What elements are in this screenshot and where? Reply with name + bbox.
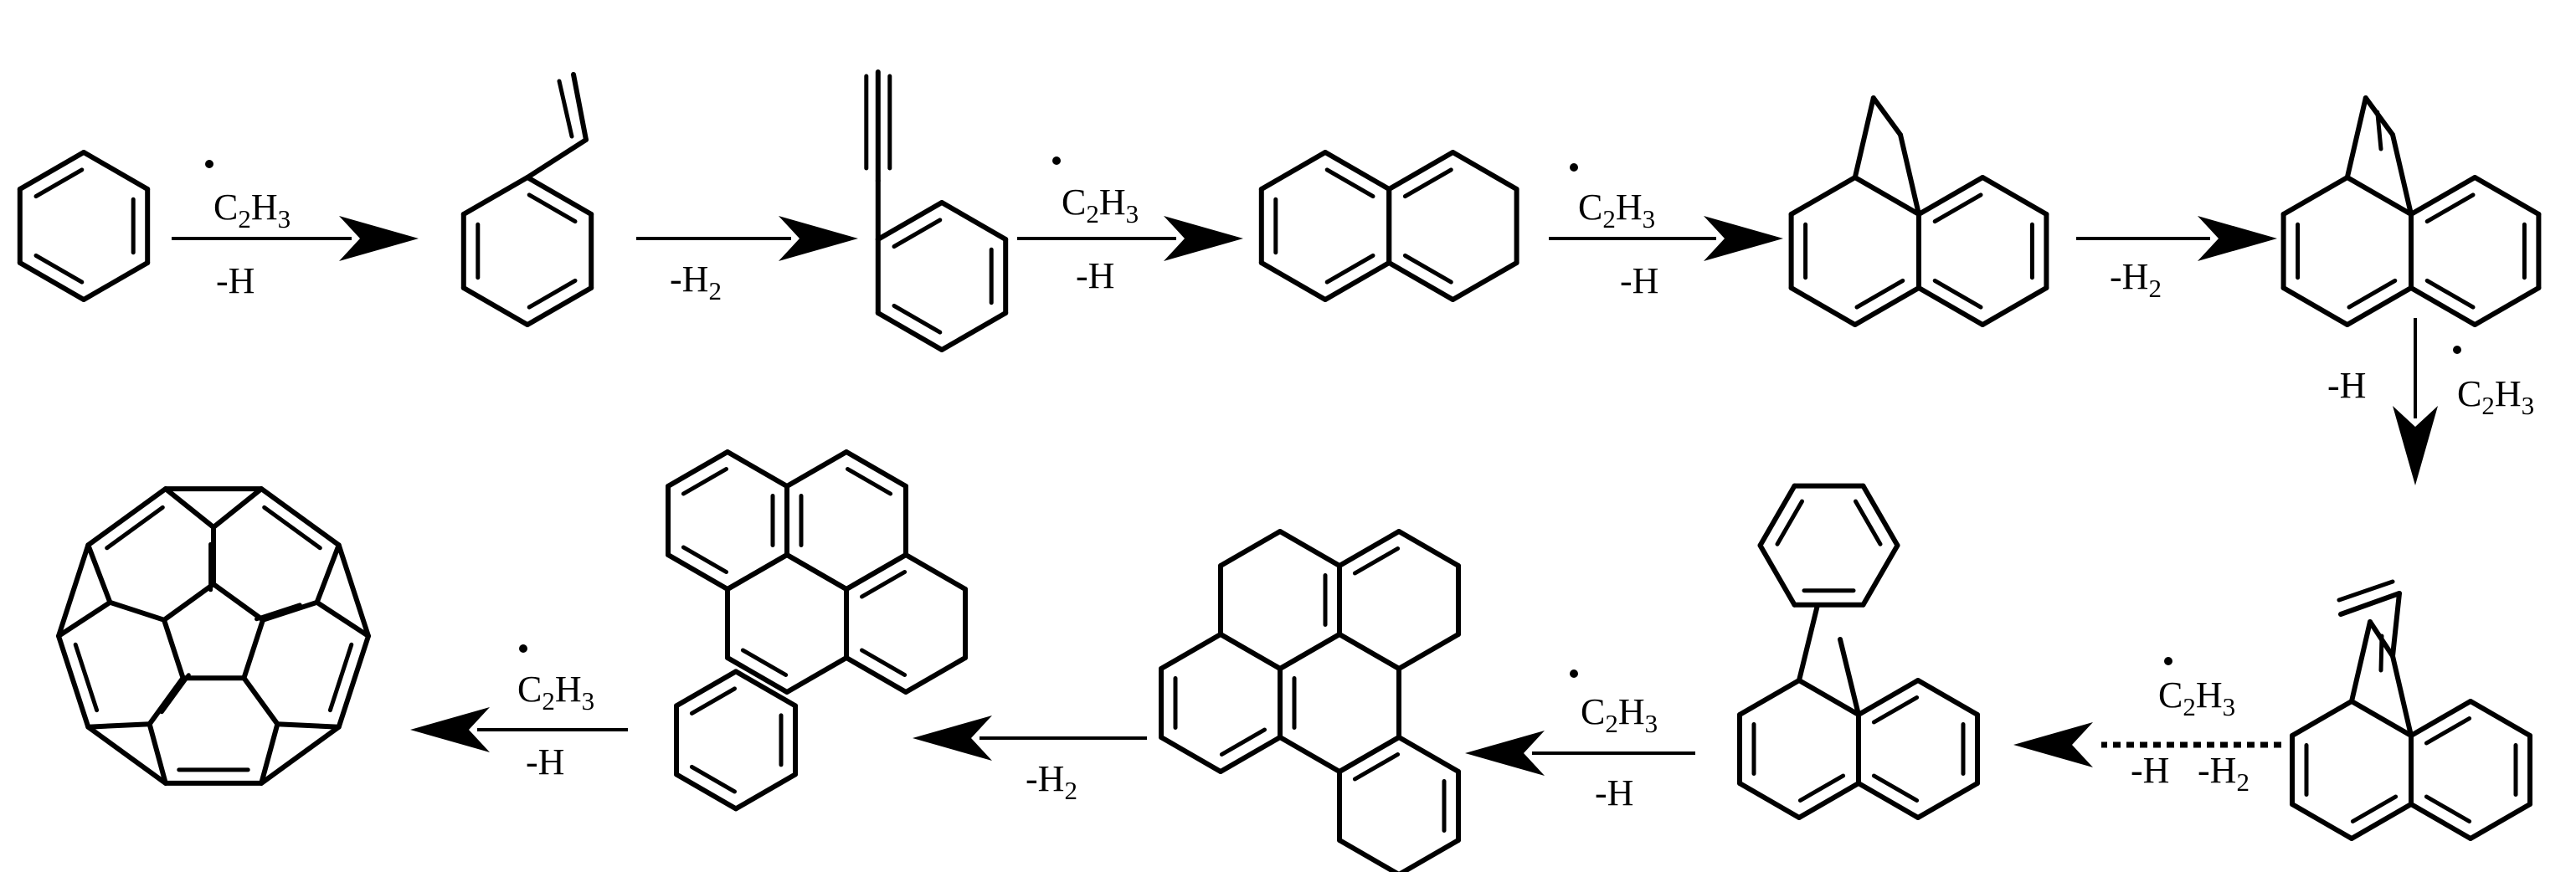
arrow-step7 (2013, 722, 2281, 767)
reagent-step6: C2H3 (2453, 346, 2534, 420)
molecule-corannulene (56, 486, 371, 786)
byproduct-step2: -H2 (670, 259, 722, 305)
byproduct-step1: -H (216, 260, 255, 301)
arrow-step9 (913, 716, 1147, 761)
arrow-step5 (2076, 216, 2277, 261)
svg-text:C2H3: C2H3 (1578, 187, 1655, 233)
byproduct-step3: -H (1076, 255, 1114, 296)
svg-text:C2H3: C2H3 (517, 669, 594, 716)
byproduct-step8: -H (1595, 772, 1633, 813)
svg-text:C2H3: C2H3 (2158, 675, 2235, 721)
molecule-styrene (460, 72, 594, 327)
svg-text:C2H3: C2H3 (1581, 691, 1658, 738)
svg-text:C2H3: C2H3 (213, 187, 291, 233)
byproduct-step5: -H2 (2110, 256, 2162, 303)
molecule-phenylacetylene (864, 69, 1009, 352)
molecule-dihydro-pah (1159, 529, 1461, 872)
arrow-step8 (1465, 731, 1695, 776)
byproduct-step9: -H2 (1026, 758, 1077, 805)
byproduct-step4: -H (1620, 260, 1658, 301)
arrow-step6 (2393, 318, 2438, 485)
arrow-step2 (636, 216, 858, 261)
svg-text:C2H3: C2H3 (2457, 373, 2534, 420)
molecule-benzo-pah (666, 449, 968, 812)
reagent-step7: C2H3 (2158, 657, 2235, 721)
molecule-benzene (17, 150, 151, 302)
molecule-acenaphthylene (2280, 95, 2542, 327)
arrow-step4 (1549, 216, 1783, 261)
byproduct-step10: -H (526, 741, 564, 782)
arrow-step3 (1017, 216, 1243, 261)
svg-text:C2H3: C2H3 (1062, 182, 1139, 228)
arrow-step1 (172, 216, 419, 261)
byproduct-step7-h: -H (2131, 750, 2169, 791)
reagent-step3: C2H3 (1052, 156, 1139, 228)
molecule-vinylacenaphthylene (2290, 579, 2532, 841)
reagent-step8: C2H3 (1570, 669, 1658, 738)
reagent-step1: C2H3 (205, 160, 291, 233)
reagent-step4: C2H3 (1570, 163, 1655, 233)
arrow-step10 (410, 707, 628, 752)
molecule-acenaphthene (1788, 95, 2049, 327)
molecule-fluoranthene (1737, 483, 1980, 820)
byproduct-step7-h2: -H2 (2198, 750, 2250, 797)
byproduct-step6: -H (2327, 365, 2366, 406)
molecule-naphthalene (1258, 150, 1519, 302)
reagent-step10: C2H3 (517, 644, 594, 716)
